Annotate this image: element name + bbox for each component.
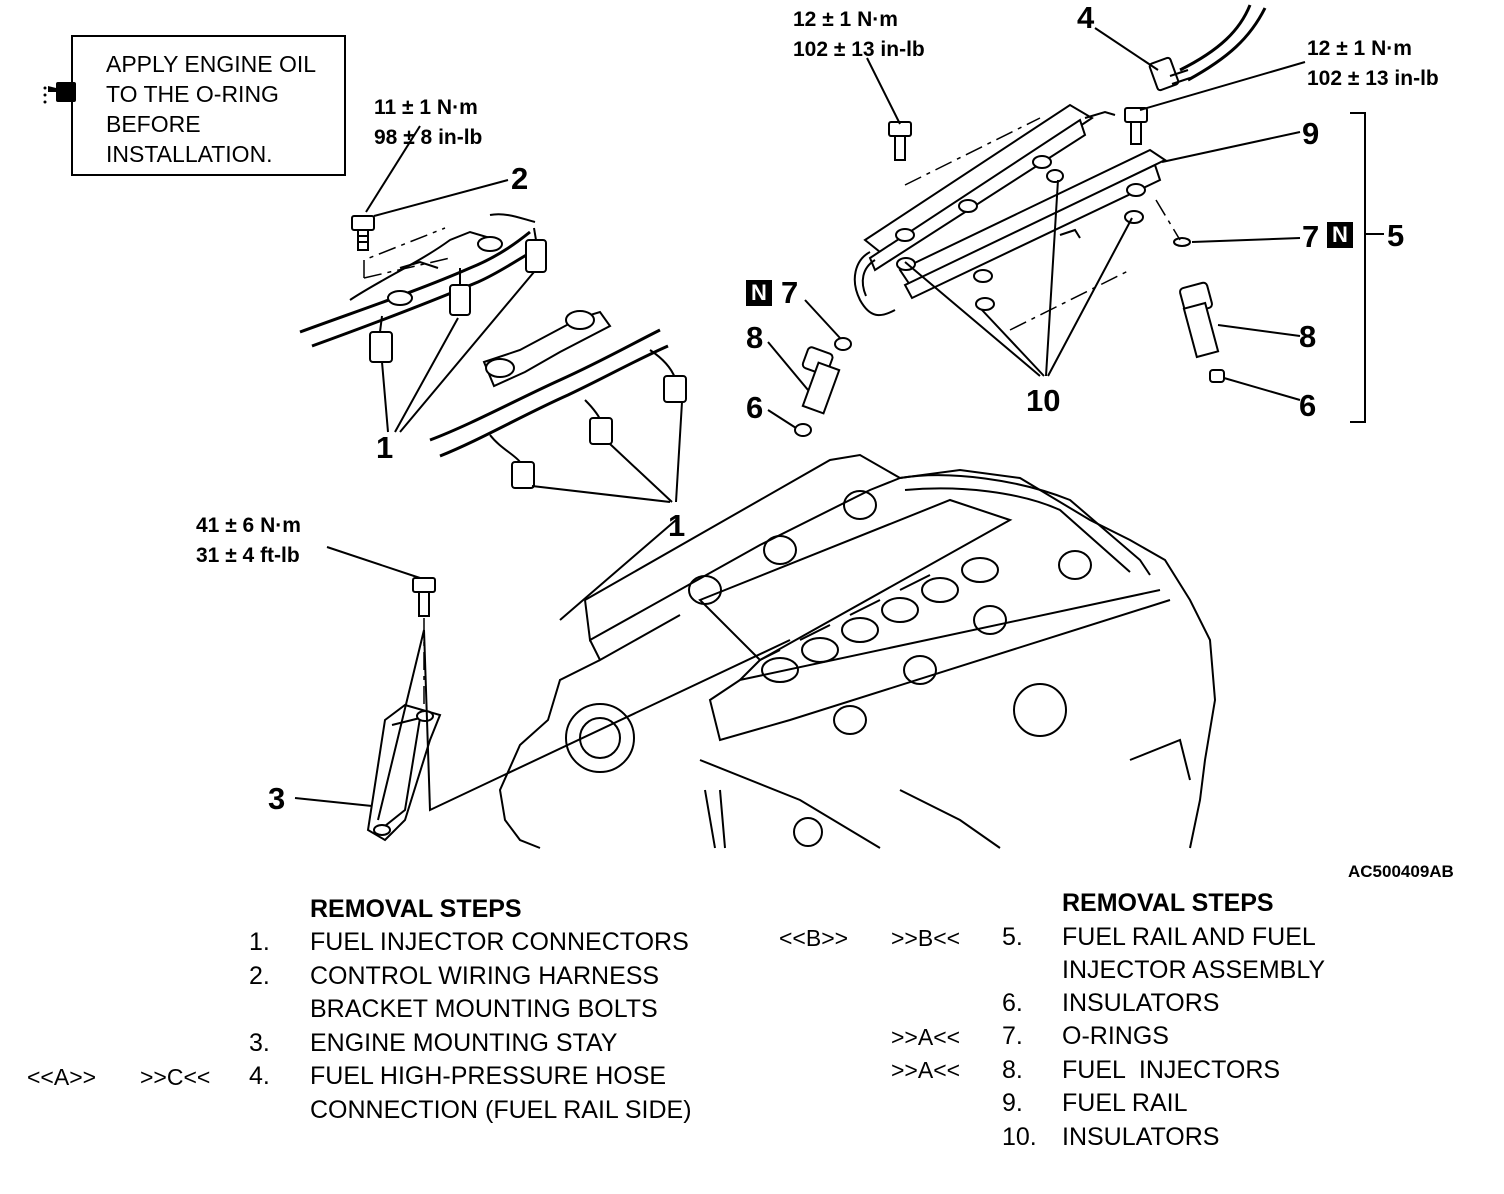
step-number: 2. — [249, 962, 270, 990]
fuel-rail-bolt — [888, 107, 1148, 161]
callout-5: 5 — [1387, 218, 1405, 253]
removal-steps-heading-left: REMOVAL STEPS — [310, 895, 522, 923]
oil-note-text: APPLY ENGINE OIL TO THE O-RING BEFORE IN… — [106, 51, 317, 167]
callout-7: 7 — [1302, 219, 1320, 254]
callout-9: 9 — [1302, 116, 1320, 151]
step-number: 6. — [1002, 989, 1023, 1017]
harness-bracket-bolt — [351, 215, 375, 251]
step-removal-ref: <<A>> — [27, 1064, 97, 1090]
fuel-injector — [1173, 237, 1225, 383]
fuel-injector-harness — [429, 310, 687, 489]
control-wiring-harness — [299, 213, 547, 363]
step-text: FUEL RAIL — [1062, 1089, 1188, 1117]
callout-8: 8 — [1299, 319, 1317, 354]
step-install-ref: >>C<< — [140, 1064, 211, 1090]
torque-spec-rail-bolt-right: 12 ± 1 N·m 102 ± 13 in-lb — [1307, 37, 1439, 90]
step-number: 4. — [249, 1062, 270, 1090]
step-install-ref: >>A<< — [891, 1057, 961, 1083]
new-part-badge: N — [746, 280, 772, 306]
step-text: INSULATORS — [1062, 989, 1220, 1017]
fuel-rail-assembly — [853, 103, 1168, 317]
oil-note-box: APPLY ENGINE OIL TO THE O-RING BEFORE IN… — [71, 35, 346, 176]
callout-2: 2 — [511, 161, 529, 196]
callout-6: 6 — [746, 390, 764, 425]
step-text: BRACKET MOUNTING BOLTS — [310, 995, 658, 1023]
connector — [511, 461, 535, 489]
connector — [369, 331, 393, 363]
oil-can-icon — [43, 82, 76, 104]
fuel-high-pressure-hose — [1148, 4, 1267, 92]
step-text: ENGINE MOUNTING STAY — [310, 1029, 618, 1057]
connector — [589, 417, 613, 445]
fuel-injector — [794, 337, 852, 437]
step-text: CONTROL WIRING HARNESS — [310, 962, 660, 990]
callout-3: 3 — [268, 781, 286, 816]
callout-7: 7 — [781, 275, 799, 310]
step-text: FUEL INJECTOR CONNECTORS — [310, 928, 689, 956]
step-text: CONNECTION (FUEL RAIL SIDE) — [310, 1096, 692, 1124]
step-text: FUEL HIGH-PRESSURE HOSE — [310, 1062, 667, 1090]
callout-1: 1 — [668, 508, 686, 543]
callout-10: 10 — [1026, 383, 1061, 418]
torque-spec-bracket-bolt: 11 ± 1 N·m 98 ± 8 in-lb — [374, 96, 483, 149]
step-number: 9. — [1002, 1089, 1023, 1117]
step-number: 10. — [1002, 1123, 1037, 1151]
step-install-ref: >>A<< — [891, 1024, 961, 1050]
step-number: 8. — [1002, 1056, 1023, 1084]
step-text: INJECTOR ASSEMBLY — [1062, 956, 1326, 984]
callout-4: 4 — [1077, 0, 1095, 35]
step-text: O-RINGS — [1062, 1022, 1169, 1050]
removal-steps-heading-right: REMOVAL STEPS — [1062, 889, 1274, 917]
mounting-stay-bolt — [412, 577, 436, 617]
step-text: FUEL RAIL AND FUEL — [1062, 923, 1316, 951]
connector — [525, 239, 547, 273]
callout-6: 6 — [1299, 388, 1317, 423]
callout-8: 8 — [746, 320, 764, 355]
step-removal-ref: <<B>> — [779, 925, 849, 951]
step-number: 1. — [249, 928, 270, 956]
new-part-badge: N — [1327, 222, 1353, 248]
torque-spec-stay-bolt: 41 ± 6 N·m 31 ± 4 ft-lb — [196, 514, 301, 567]
engine-block — [498, 453, 1217, 849]
callout-1: 1 — [376, 430, 394, 465]
step-number: 3. — [249, 1029, 270, 1057]
engine-mounting-stay — [366, 703, 442, 842]
connector — [663, 375, 687, 403]
step-install-ref: >>B<< — [891, 925, 961, 951]
step-number: 5. — [1002, 923, 1023, 951]
step-text: INSULATORS — [1062, 1123, 1220, 1151]
step-number: 7. — [1002, 1022, 1023, 1050]
torque-spec-rail-bolt-left: 12 ± 1 N·m 102 ± 13 in-lb — [793, 8, 925, 61]
step-text: FUEL INJECTORS — [1062, 1056, 1281, 1084]
connector — [449, 284, 471, 316]
figure-id: AC500409AB — [1348, 862, 1454, 881]
